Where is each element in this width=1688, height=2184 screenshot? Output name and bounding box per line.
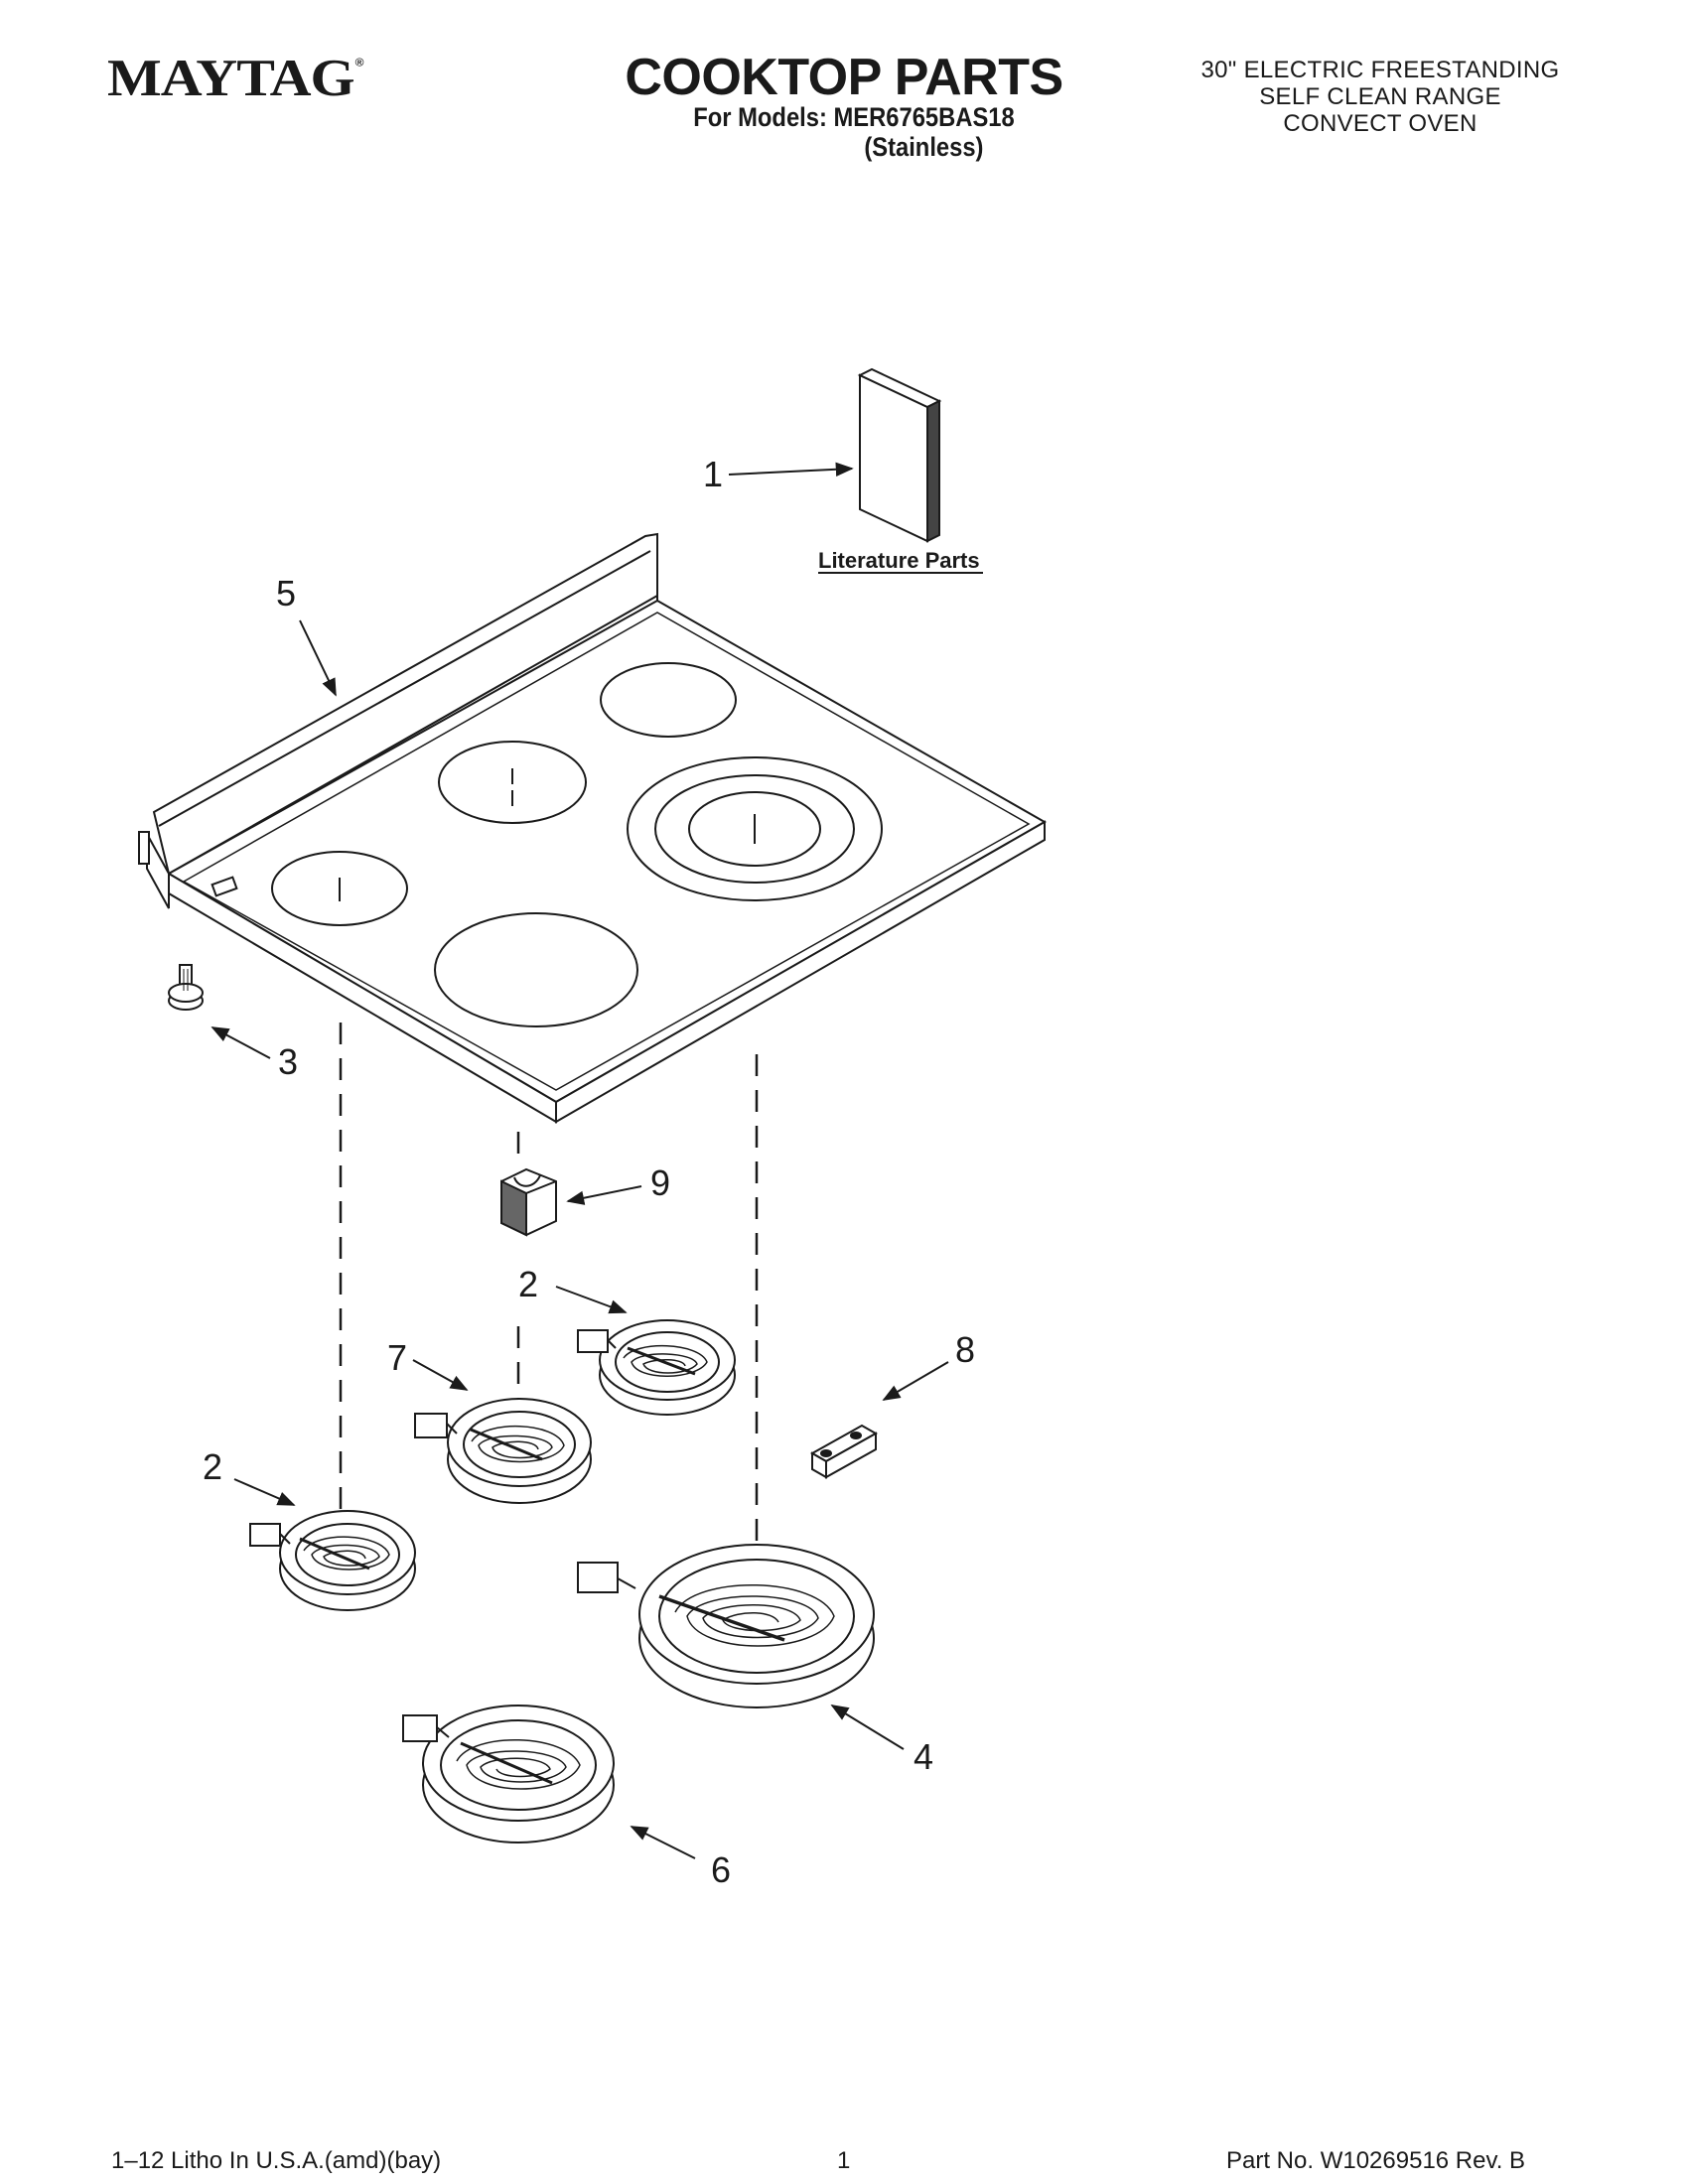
callout-2-upper: 2 [518, 1264, 538, 1304]
part-7-element [414, 1398, 592, 1504]
registered-mark: ® [354, 56, 364, 69]
model-number: For Models: MER6765BAS18 [693, 102, 1015, 132]
part-4-element-large [577, 1544, 875, 1708]
part-number: Part No. W10269516 Rev. B [1226, 2147, 1526, 2174]
part-3-knob [168, 964, 204, 1011]
part-6-element [402, 1705, 615, 1843]
spec-line-1: 30" ELECTRIC FREESTANDING [1200, 57, 1560, 83]
callout-5: 5 [276, 573, 296, 614]
brand-name: MAYTAG [107, 48, 355, 108]
callout-3: 3 [278, 1041, 298, 1082]
callout-4: 4 [914, 1736, 933, 1777]
spec-line-2: SELF CLEAN RANGE [1259, 82, 1501, 110]
page-number: 1 [837, 2147, 851, 2174]
callout-2-lower: 2 [203, 1446, 222, 1487]
cooktop-assembly [138, 532, 1048, 1124]
literature-parts-booklet [857, 367, 942, 543]
part-2-element-upper [577, 1319, 736, 1416]
part-8-bracket [809, 1424, 879, 1479]
print-info: 1–12 Litho In U.S.A.(amd)(bay) [111, 2147, 442, 2174]
callout-9: 9 [650, 1162, 670, 1203]
brand-logo: MAYTAG® [107, 52, 364, 104]
callout-6: 6 [711, 1849, 731, 1890]
part-2-element-lower [249, 1510, 416, 1611]
literature-parts-label: Literature Parts [818, 548, 980, 573]
callout-1: 1 [703, 454, 723, 494]
callout-8: 8 [955, 1329, 975, 1370]
product-description: 30" ELECTRIC FREESTANDING SELF CLEAN RAN… [1172, 57, 1589, 138]
spec-line-3: CONVECT OVEN [1283, 109, 1477, 137]
callout-7: 7 [387, 1337, 407, 1378]
part-9-clip [500, 1167, 557, 1237]
model-variant: (Stainless) [864, 131, 984, 162]
page-title: COOKTOP PARTS [625, 49, 1063, 106]
model-info: For Models: MER6765BAS18 (Stainless) [670, 102, 1038, 162]
